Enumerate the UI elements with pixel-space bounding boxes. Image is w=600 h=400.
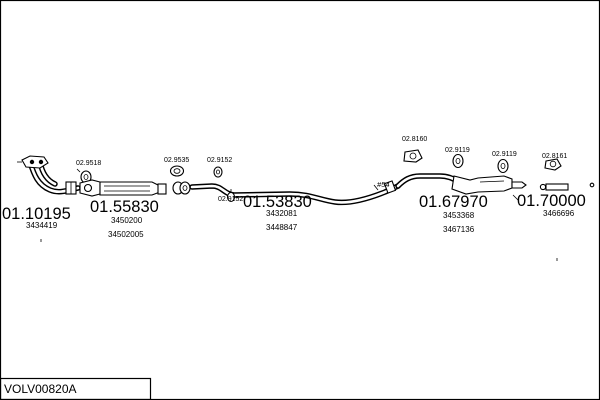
- callout-label: #54: [377, 180, 390, 189]
- ref-number: 3450200: [111, 216, 143, 225]
- fitting-code: 02.9119: [445, 147, 470, 154]
- part-number: 01.10195: [2, 205, 71, 223]
- fitting-code: 02.8160: [402, 136, 427, 143]
- part-number: 01.70000: [517, 192, 586, 210]
- fitting-code: 02.9152: [218, 196, 243, 203]
- ref-number: 3467136: [443, 225, 475, 234]
- fitting-code: 02.9535: [164, 157, 189, 164]
- part-number: 01.53830: [243, 193, 312, 211]
- rubber-mount-icon: [452, 153, 464, 169]
- diagram-title-box: VOLV00820A: [0, 377, 152, 400]
- front-pipe: [17, 155, 81, 195]
- part-number: 01.67970: [419, 193, 488, 211]
- rubber-ring-icon: [169, 165, 185, 177]
- ref-number: 3453368: [443, 211, 475, 220]
- fitting-code: 02.8161: [542, 153, 567, 160]
- fitting-code: 02.9518: [76, 160, 101, 167]
- part-number: 01.55830: [90, 198, 159, 216]
- intermediate-pipe: [189, 180, 401, 206]
- rubber-mount-icon: [497, 158, 509, 174]
- small-gasket-icon: [226, 189, 236, 203]
- ref-number: 3448847: [266, 223, 298, 232]
- hanger-icon: [403, 149, 423, 163]
- ref-number: 34502005: [108, 230, 144, 239]
- rear-silencer: [395, 173, 527, 201]
- gasket-icon: [213, 166, 223, 178]
- catalytic-converter: [79, 179, 167, 197]
- diagram-id: VOLV00820A: [4, 382, 77, 396]
- ref-number: 3432081: [266, 209, 298, 218]
- flange-pair: [172, 181, 191, 195]
- ref-number: 3466696: [543, 209, 575, 218]
- fitting-code: 02.9152: [207, 157, 232, 164]
- hanger-icon: [544, 158, 562, 171]
- ref-number: 3434419: [26, 221, 58, 230]
- fitting-code: 02.9119: [492, 151, 517, 158]
- tail-pipe: [539, 182, 595, 261]
